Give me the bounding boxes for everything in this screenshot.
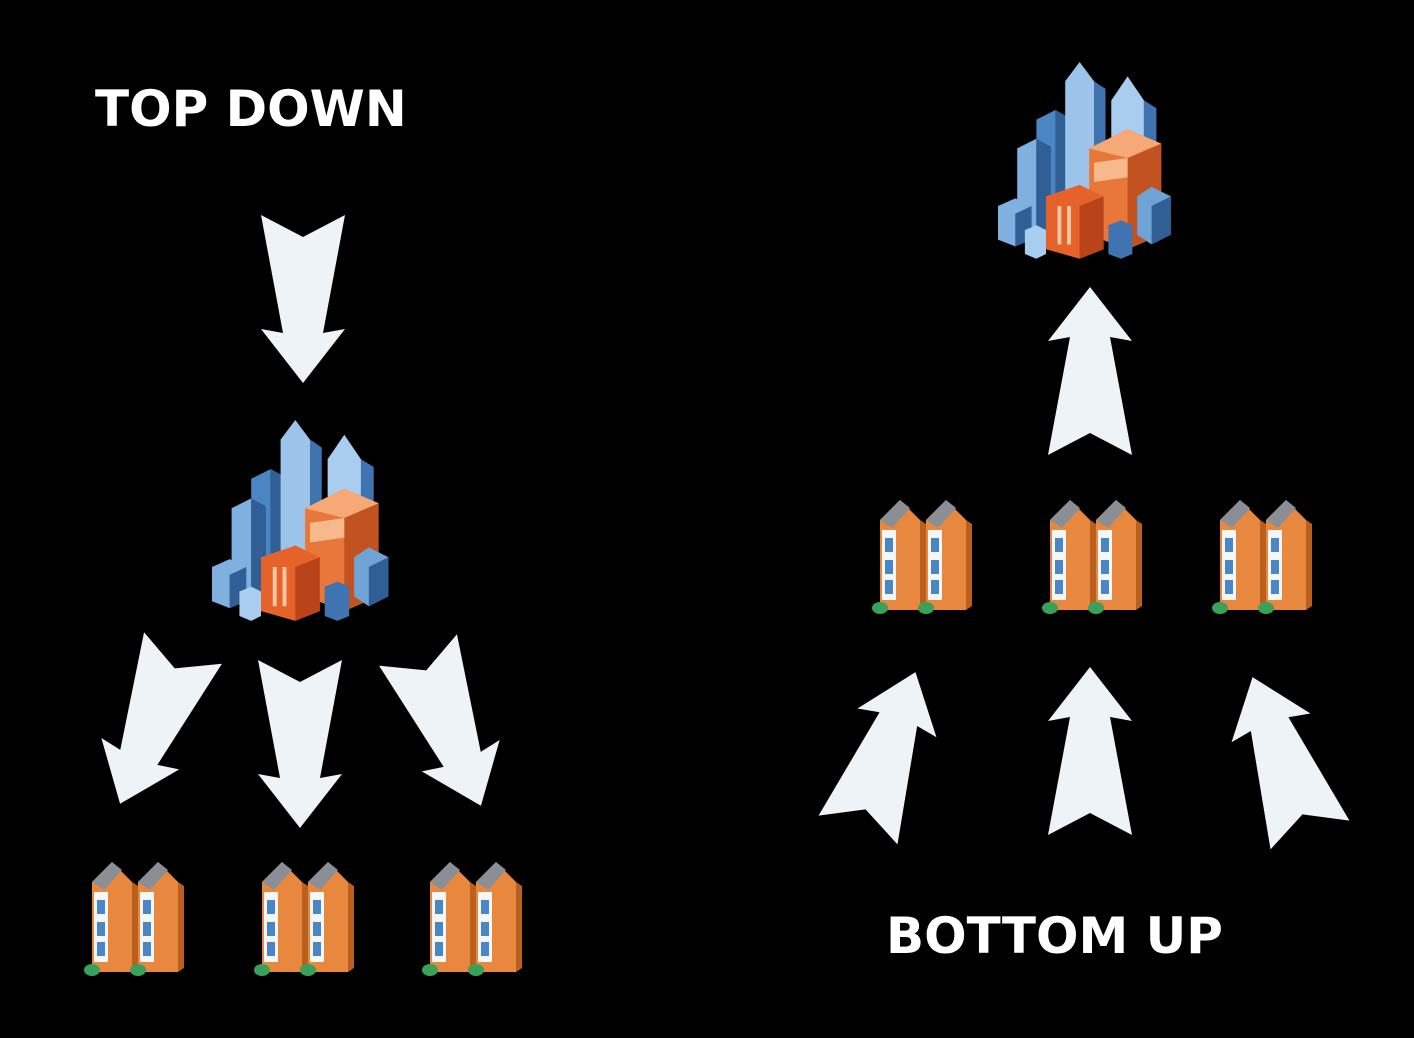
arrow-up-left: [818, 657, 955, 845]
bottom-up-title: BOTTOM UP: [886, 907, 1223, 965]
city-skyline-icon: [998, 62, 1171, 259]
row-houses-icon: [1212, 500, 1312, 614]
arrow-down-left: [81, 632, 222, 820]
row-houses-icon: [422, 862, 522, 976]
row-houses-icon: [872, 500, 972, 614]
arrow-top-down-main: [261, 215, 345, 383]
row-houses-icon: [1042, 500, 1142, 614]
arrow-up-center: [1048, 667, 1132, 835]
city-skyline-icon: [212, 420, 389, 621]
arrow-down-right: [379, 634, 520, 822]
arrow-up-right: [1213, 662, 1350, 850]
arrow-bottom-up-main: [1048, 287, 1132, 455]
arrow-down-center: [258, 660, 342, 828]
row-houses-icon: [254, 862, 354, 976]
row-houses-icon: [84, 862, 184, 976]
top-down-title: TOP DOWN: [95, 80, 407, 138]
